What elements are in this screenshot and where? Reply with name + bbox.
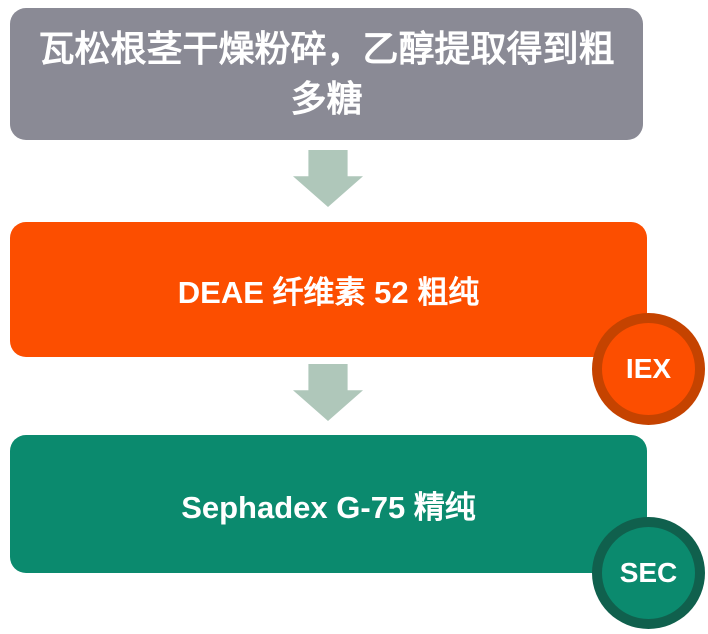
down-arrow-icon — [293, 364, 363, 421]
flow-step-size-exclusion: Sephadex G-75 精纯 — [10, 435, 647, 573]
down-arrow-icon — [293, 150, 363, 207]
flow-step-extraction-label-line1: 瓦松根茎干燥粉碎，乙醇提取得到粗 — [38, 28, 615, 69]
sec-badge-label: SEC — [619, 557, 678, 588]
iex-badge: IEX — [592, 313, 705, 425]
iex-badge-label: IEX — [625, 353, 672, 384]
flow-step-size-exclusion-label: Sephadex G-75 精纯 — [181, 489, 476, 525]
flow-step-ion-exchange: DEAE 纤维素 52 粗纯 — [10, 222, 647, 357]
flow-step-ion-exchange-label: DEAE 纤维素 52 粗纯 — [177, 275, 480, 310]
flow-step-extraction-label-line2: 多糖 — [290, 78, 363, 119]
sec-badge: SEC — [592, 517, 705, 629]
flow-step-extraction: 瓦松根茎干燥粉碎，乙醇提取得到粗 多糖 — [10, 8, 643, 140]
